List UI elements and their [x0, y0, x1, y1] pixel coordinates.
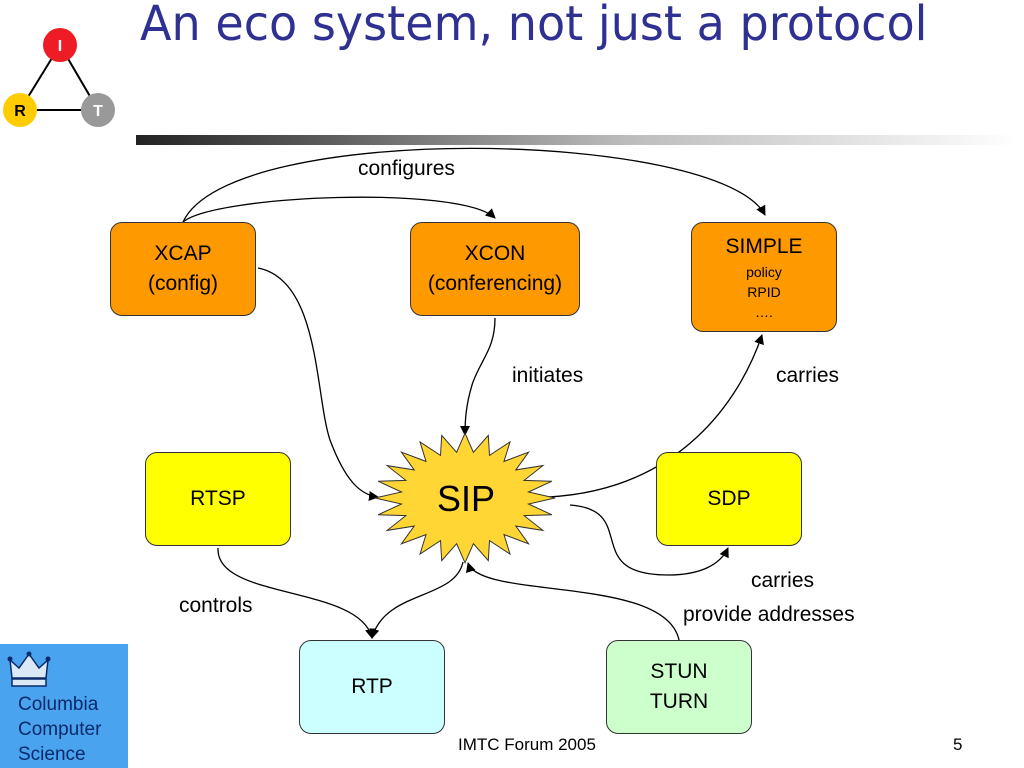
- sdp-name: SDP: [707, 487, 751, 510]
- columbia-line1: Columbia: [18, 694, 99, 715]
- edge-xcap-configures-xcon: [182, 196, 496, 223]
- columbia-cs-logo: Columbia Computer Science: [0, 644, 128, 768]
- irt-logo: I R T: [3, 28, 115, 127]
- edge-rtsp-controls-rtp: [217, 547, 375, 639]
- edge-sip-carries-simple: [547, 334, 764, 498]
- xcap-name: XCAP: [154, 242, 212, 265]
- xcon-subtitle: (conferencing): [427, 272, 563, 295]
- footer-center: IMTC Forum 2005: [458, 735, 596, 754]
- simple-rpid: RPID: [747, 284, 781, 300]
- edge-xcap-configures-simple: [182, 147, 766, 223]
- columbia-line3: Science: [18, 744, 86, 765]
- edge-xcap-to-sip: [257, 267, 379, 501]
- rtp-box: RTP: [299, 640, 445, 734]
- label-carries-simple: carries: [776, 364, 840, 387]
- stun-name: STUN: [650, 660, 708, 683]
- label-configures: configures: [358, 157, 455, 180]
- rtsp-box: RTSP: [145, 452, 291, 546]
- logo-node-i: [43, 28, 77, 62]
- turn-name: TURN: [649, 690, 709, 713]
- sip-starburst: [374, 431, 556, 565]
- sdp-box: SDP: [656, 452, 802, 546]
- sip-label: SIP: [436, 478, 496, 519]
- label-carries-sdp: carries: [751, 569, 815, 592]
- xcon-box: XCON (conferencing): [410, 222, 580, 316]
- xcap-subtitle: (config): [147, 272, 219, 295]
- label-initiates: initiates: [512, 364, 584, 387]
- label-controls: controls: [179, 594, 253, 617]
- page-number: 5: [953, 735, 963, 754]
- rtp-name: RTP: [351, 675, 393, 698]
- edge-stun-to-sip: [466, 562, 680, 641]
- logo-node-r-label: R: [14, 103, 26, 120]
- edge-sip-to-rtp: [369, 561, 464, 639]
- xcap-box: XCAP (config): [110, 222, 256, 316]
- slide-title: An eco system, not just a protocol: [140, 0, 928, 52]
- logo-node-t-label: T: [93, 103, 103, 120]
- label-provide-addresses: provide addresses: [683, 603, 855, 626]
- simple-policy: policy: [746, 264, 782, 280]
- columbia-line2: Computer: [18, 719, 102, 740]
- logo-node-i-label: I: [58, 38, 62, 55]
- simple-ellipsis: ….: [755, 304, 773, 320]
- simple-name: SIMPLE: [725, 235, 803, 258]
- edge-xcon-initiates-sip: [460, 317, 496, 436]
- logo-node-r: [3, 93, 37, 127]
- logo-node-t: [81, 93, 115, 127]
- simple-box: SIMPLE policy RPID ….: [691, 222, 837, 332]
- crown-icon: [7, 651, 51, 687]
- xcon-name: XCON: [464, 242, 526, 265]
- title-underline: [136, 135, 1020, 145]
- edge-sip-carries-sdp: [569, 504, 729, 576]
- rtsp-name: RTSP: [190, 487, 246, 510]
- stun-turn-box: STUN TURN: [606, 640, 752, 734]
